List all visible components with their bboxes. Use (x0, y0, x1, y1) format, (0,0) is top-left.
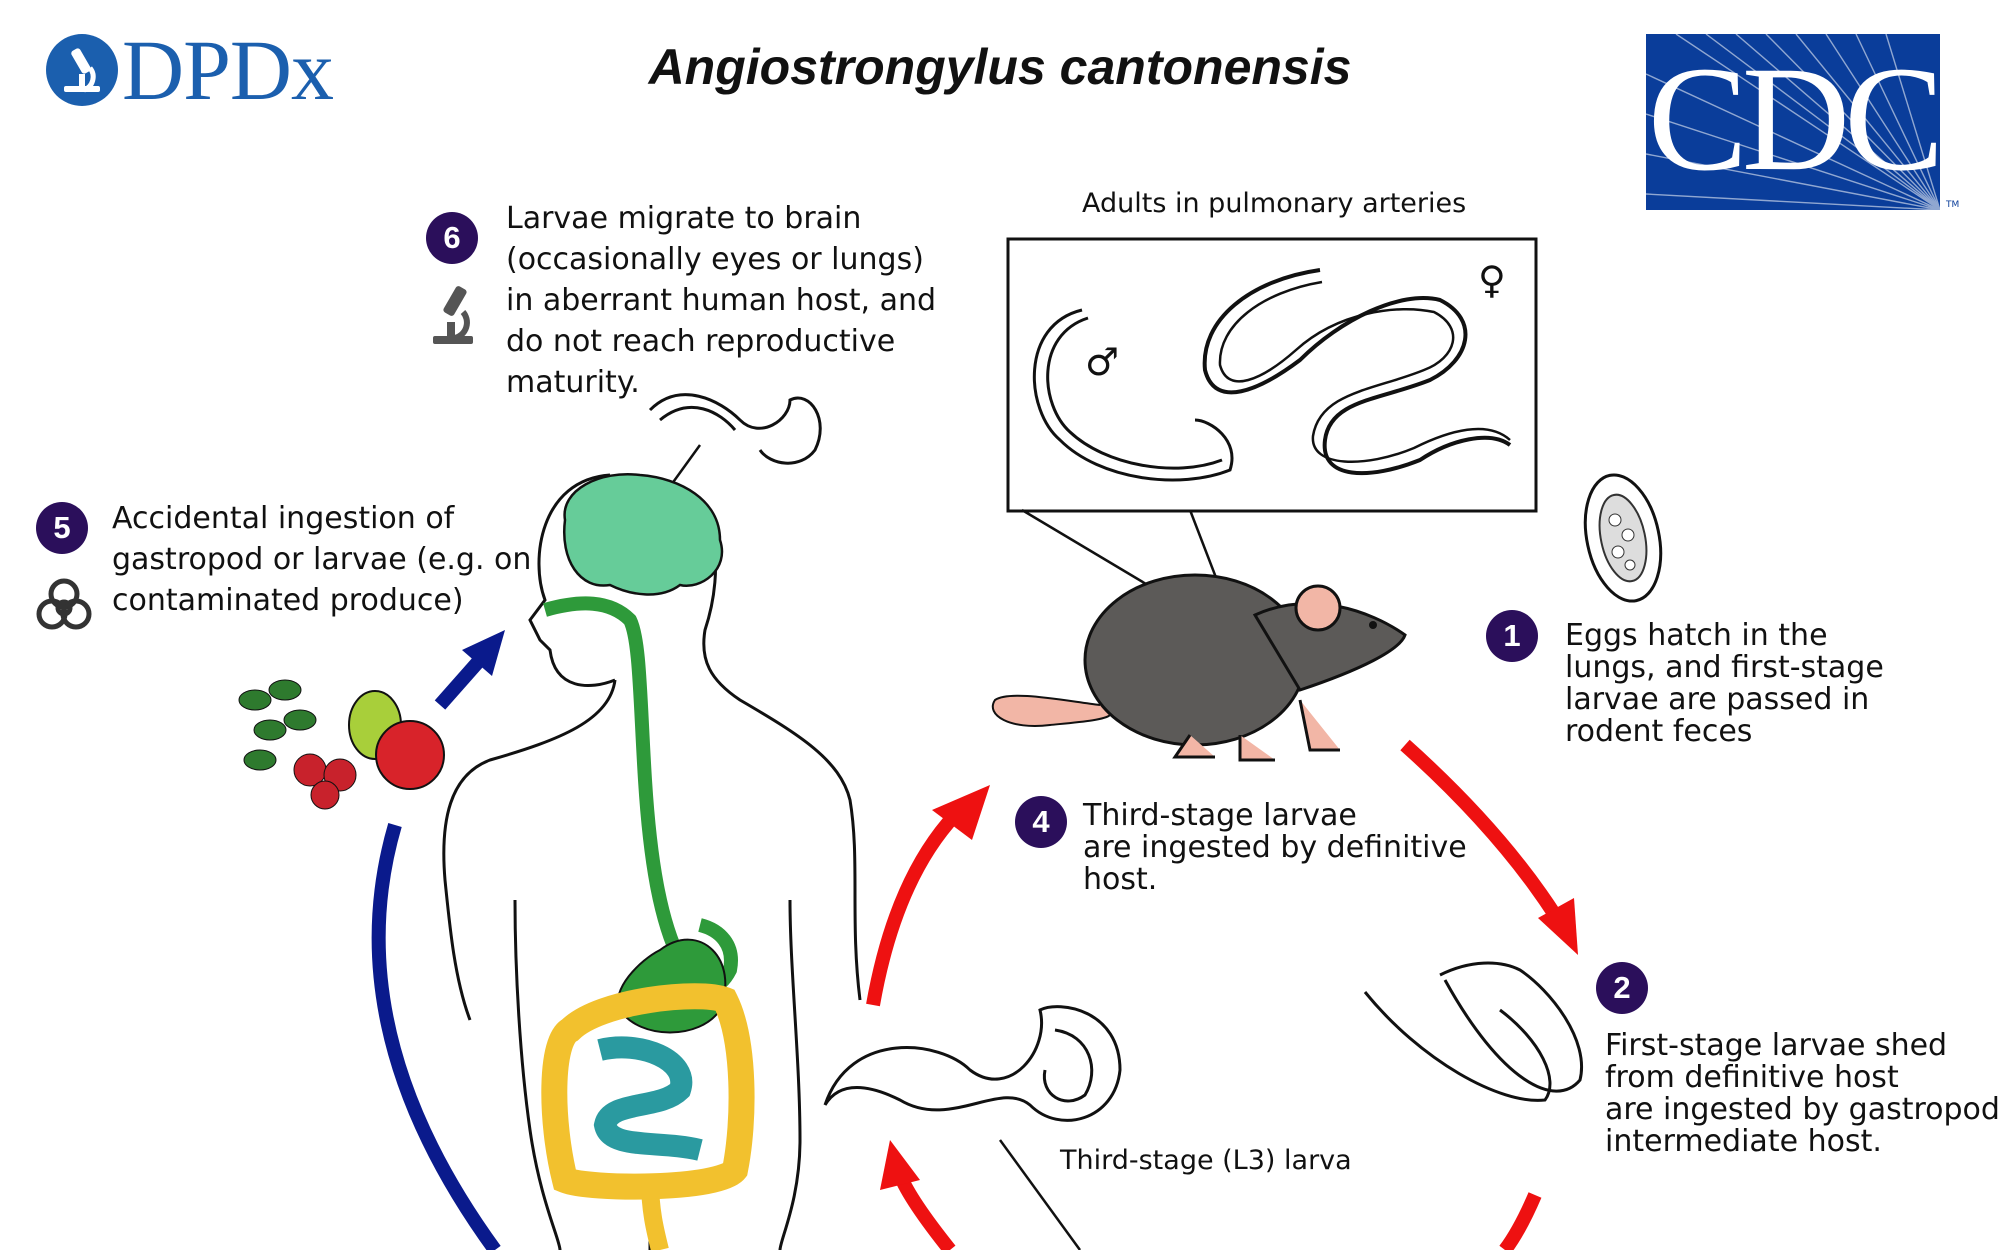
step-5-badge: 5 (36, 502, 88, 554)
small-intestine (593, 1036, 703, 1161)
step-4-badge: 4 (1015, 796, 1067, 848)
page-title: Angiostrongylus cantonensis (648, 39, 1352, 95)
cdc-trademark: TM (1946, 200, 1960, 210)
biohazard-icon (32, 574, 96, 642)
cdc-logo: CDC (1646, 34, 1940, 210)
rat-illustration (992, 573, 1407, 762)
cycle-arrow-bottom-right (1499, 1192, 1542, 1250)
cdc-wordmark: CDC (1647, 36, 1940, 202)
male-symbol: ♂ (1085, 340, 1120, 384)
step-6-badge: 6 (426, 212, 478, 264)
l3-pointer-line (998, 1139, 1082, 1250)
third-stage-larva (823, 1005, 1122, 1122)
large-intestine (541, 983, 755, 1200)
cycle-arrow-bottom-left (880, 1140, 956, 1250)
brain-illustration (562, 472, 724, 596)
microscope-icon (46, 34, 118, 106)
female-symbol: ♀ (1478, 258, 1506, 302)
migrating-larva (648, 393, 822, 465)
adult-male-worm (1032, 308, 1234, 482)
step-2-badge: 2 (1596, 962, 1648, 1014)
dpdx-wordmark: DPDx (122, 22, 334, 118)
rectum (641, 1179, 669, 1250)
first-stage-larva (1363, 961, 1583, 1102)
step-6-text: Larvae migrate to brain(occasionally eye… (506, 201, 937, 400)
step-1-badge: 1 (1486, 610, 1538, 662)
adult-female-worm (1202, 268, 1512, 476)
microscope-icon (425, 282, 481, 350)
esophagus (543, 596, 738, 995)
dpdx-logo: DPDx (46, 22, 334, 118)
produce-illustration (238, 679, 445, 810)
cycle-arrow-to-4 (866, 785, 990, 1007)
adults-label: Adults in pulmonary arteries (1082, 188, 1467, 219)
human-arrow-up (434, 630, 505, 710)
cycle-arrow-1-to-2 (1400, 739, 1578, 955)
human-arrow-curve (371, 823, 501, 1250)
l3-larva-label: Third-stage (L3) larva (1060, 1145, 1352, 1176)
egg-illustration (1583, 473, 1663, 603)
